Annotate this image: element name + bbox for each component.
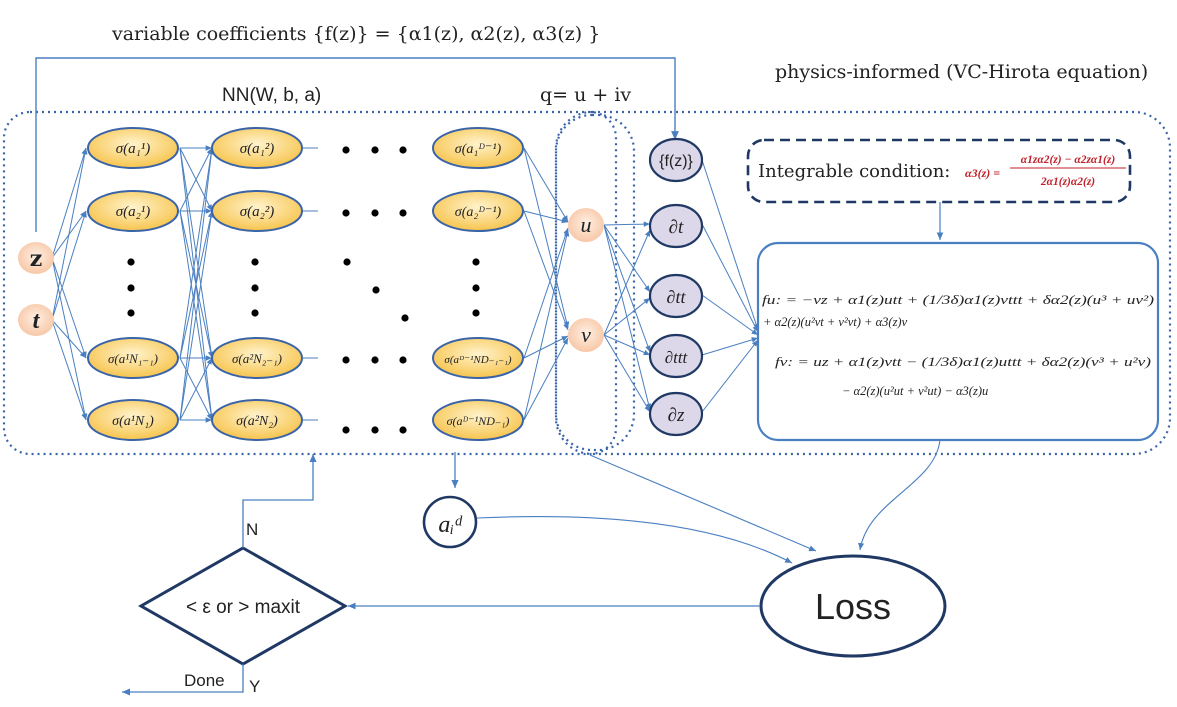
derivative-nodes: {f(z)} ∂t ∂tt ∂ttt ∂z (648, 137, 704, 437)
integrable-numerator: α1zα2(z) − α2zα1(z) (1021, 154, 1116, 166)
layer3-node (432, 337, 524, 379)
dttt-label: ∂ttt (665, 348, 689, 367)
fv-line2: − α2(z)(u²ut + v²ut) − α3(z)u (842, 384, 988, 398)
yes-done-arrow (122, 664, 244, 696)
input-label-t: t (33, 308, 41, 334)
layer2-node-label: σ(a²N₂₋₁) (232, 351, 282, 366)
layer3-node-label: σ(a₁ᴰ⁻¹) (455, 142, 502, 157)
yes-label: Y (249, 677, 260, 696)
layer2-node-label: σ(a₂²) (240, 204, 275, 220)
layer2-stubs (302, 147, 318, 421)
done-label: Done (184, 671, 225, 690)
layer1-node-label: σ(a₁¹) (116, 141, 151, 157)
layer1-layer2-connections (179, 145, 215, 423)
input-node-z: z (18, 242, 54, 274)
layer2-node (211, 190, 303, 232)
q-to-loss-arrow (589, 454, 817, 552)
adaptive-node: aᵢᵈ (422, 495, 478, 549)
layer2-node (211, 337, 303, 379)
layer3-node-label: σ(aᴰ⁻¹ND₋₁) (447, 414, 510, 428)
adaptive-label: aᵢᵈ (438, 512, 463, 538)
input-label-z: z (30, 246, 43, 272)
layer3-node-label: σ(aᴰ⁻¹ND₋₁₋₁) (444, 354, 512, 366)
dttt-node (648, 333, 704, 379)
dz-node (648, 391, 704, 437)
layer1-nodes: σ(a₁¹) σ(a₂¹) σ(a¹N₁₋₁) σ(a¹N₁) (87, 127, 179, 441)
output-node-v: v (568, 318, 604, 352)
layer2-node (211, 399, 303, 441)
fu-line1: fu: = −vz + α1(z)utt + (1/3δ)α1(z)vttt +… (762, 293, 1154, 307)
q-label: q= u + iv (540, 84, 631, 106)
physics-label: physics-informed (VC-Hirota equation) (775, 61, 1148, 83)
layer2-node-label: σ(a₁²) (240, 141, 275, 157)
no-loop-arrow (242, 454, 317, 548)
lastlayer-output-connections (523, 147, 570, 421)
dtt-label: ∂tt (667, 287, 687, 307)
loss-node: Loss (759, 554, 947, 658)
physics-dotted-box (554, 110, 1172, 456)
output-node-u: u (568, 208, 604, 242)
layer3-node (432, 399, 524, 441)
fv-line1: fv: = uz + α1(z)vtt − (1/3δ)α1(z)uttt + … (775, 355, 1151, 369)
input-connections (51, 147, 88, 421)
layer2-node-label: σ(a²N₂) (236, 414, 278, 429)
layer1-node (87, 337, 179, 379)
derivative-equation-connections (701, 159, 759, 413)
layer1-node-label: σ(a¹N₁) (112, 414, 154, 429)
integrable-box (746, 138, 1132, 204)
fu-line2: + α2(z)(u²vt + v²vt) + α3(z)v (763, 315, 908, 329)
integrable-label: Integrable condition: (758, 161, 950, 182)
vc-label: variable coefficients {f(z)} = {α1(z), α… (111, 23, 600, 45)
layer2-nodes: σ(a₁²) σ(a₂²) σ(a²N₂₋₁) σ(a²N₂) (211, 127, 303, 441)
integrable-lhs: α3(z) = (965, 166, 1000, 180)
output-label-u: u (581, 212, 592, 237)
layer3-node (432, 190, 524, 232)
layer1-node-label: σ(a¹N₁₋₁) (108, 351, 158, 366)
dtt-node (648, 273, 704, 319)
integrable-denominator: 2α1(z)α2(z) (1040, 176, 1095, 188)
layer1-node (87, 399, 179, 441)
fz-label: {f(z)} (659, 153, 693, 170)
input-node-t: t (18, 304, 54, 336)
adaptive-to-loss-arrow (476, 516, 793, 564)
nn-label: NN(W, b, a) (222, 85, 321, 106)
layer3-node (432, 127, 524, 169)
dt-label: ∂t (669, 217, 684, 238)
no-label: N (246, 520, 258, 539)
layer2-node (211, 127, 303, 169)
loss-label: Loss (815, 586, 891, 627)
ellipsis-dots (127, 146, 480, 434)
equation-box (756, 241, 1160, 442)
layer1-node-label: σ(a₂¹) (116, 204, 151, 220)
layer3-node-label: σ(a₂ᴰ⁻¹) (455, 205, 502, 220)
layer3-nodes: σ(a₁ᴰ⁻¹) σ(a₂ᴰ⁻¹) σ(aᴰ⁻¹ND₋₁₋₁) σ(aᴰ⁻¹ND… (432, 127, 524, 441)
layer1-node (87, 127, 179, 169)
vc-feed-line (35, 57, 679, 232)
equation-to-loss-arrow (858, 439, 941, 551)
output-label-v: v (581, 322, 591, 347)
nn-dotted-box (2, 110, 618, 456)
fz-node (648, 137, 704, 183)
decision-node: < ε or > maxit (137, 546, 349, 666)
q-dotted-box (554, 113, 636, 452)
dz-label: ∂z (668, 405, 685, 426)
layer1-node (87, 190, 179, 232)
decision-label: < ε or > maxit (186, 597, 301, 618)
dt-node (648, 203, 704, 249)
output-derivative-connections (603, 221, 652, 413)
